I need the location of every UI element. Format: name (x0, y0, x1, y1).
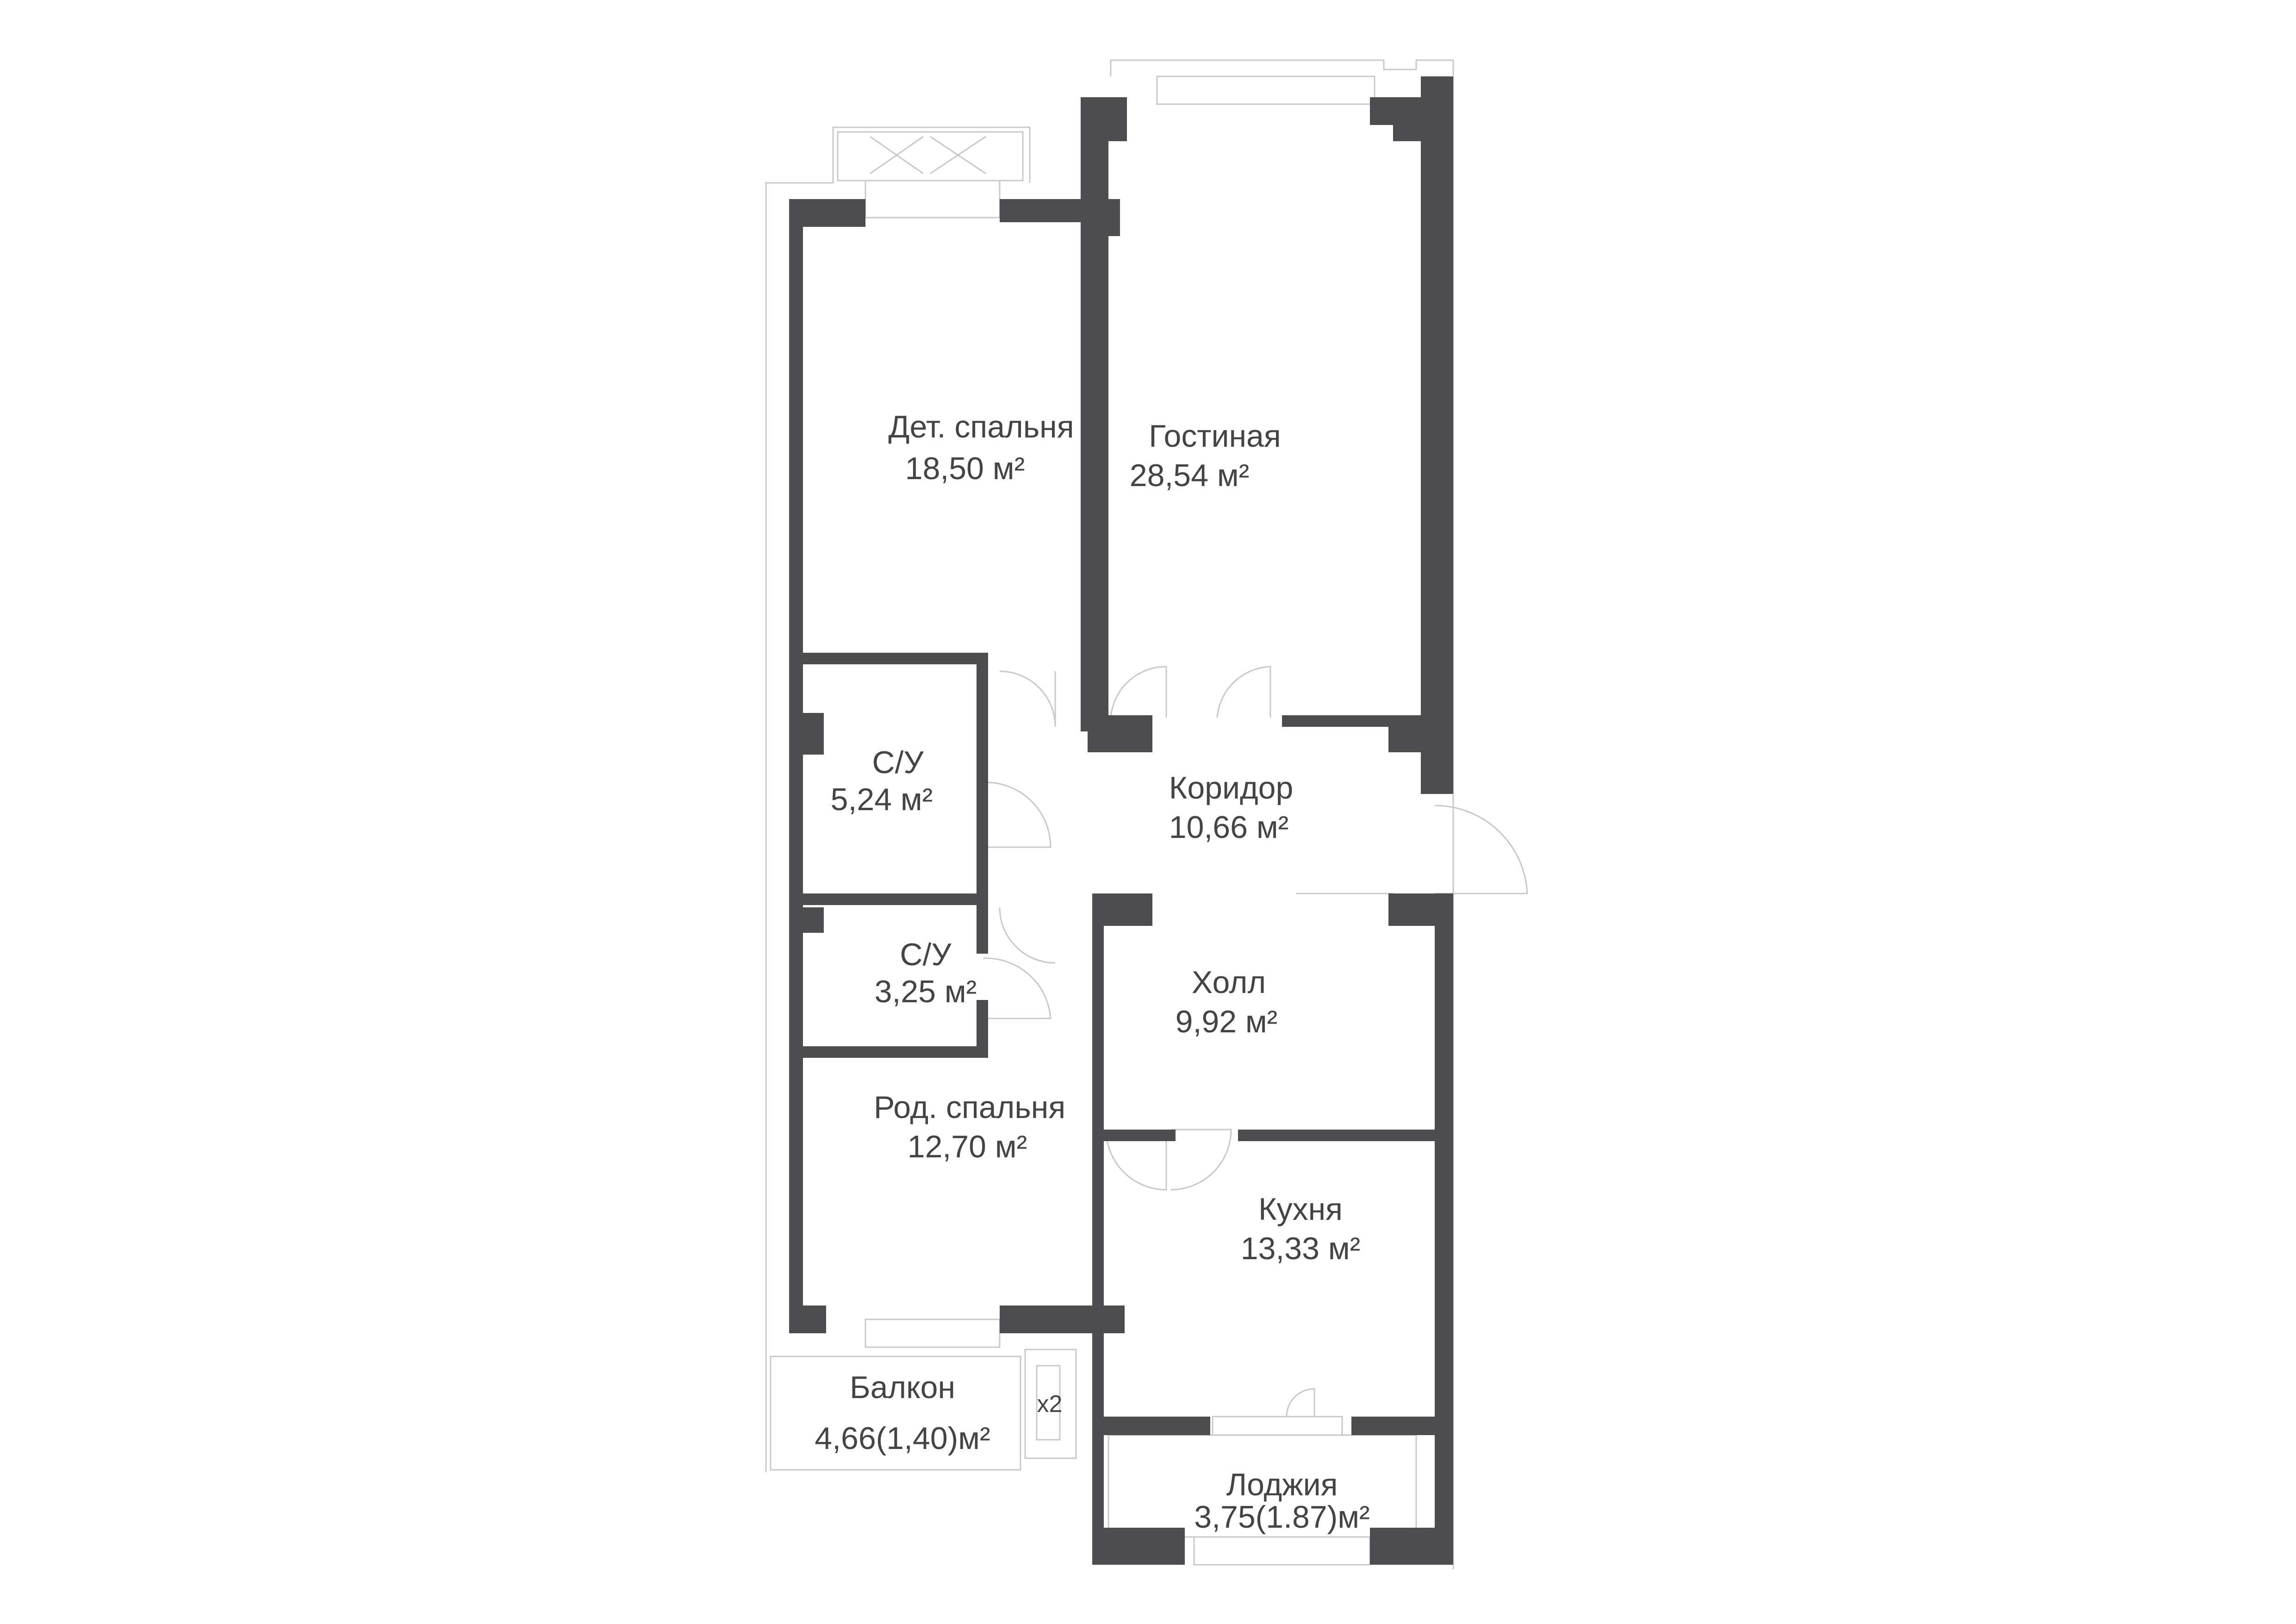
det-spalnya-area: 18,50 м² (905, 451, 1025, 486)
rod-spalnya-area: 12,70 м² (908, 1129, 1027, 1164)
gostinaya-name: Гостиная (1149, 418, 1281, 454)
balkon-outline (770, 1355, 1021, 1471)
su1-name: С/У (872, 745, 924, 780)
rod-spalnya-name: Род. спальня (874, 1090, 1065, 1125)
lodzhiya-area: 3,75(1.87)м² (1194, 1499, 1369, 1535)
koridor-area: 10,66 м² (1169, 810, 1288, 845)
room-labels: Дет. спальня 18,50 м² Гостиная 28,54 м² … (815, 409, 1369, 1535)
kuhnya-name: Кухня (1258, 1192, 1343, 1227)
holl-area: 9,92 м² (1176, 1004, 1278, 1039)
balkon-multiplier: x2 (1037, 1391, 1063, 1418)
balkon-name: Балкон (850, 1370, 955, 1405)
su1-area: 5,24 м² (831, 782, 933, 817)
det-spalnya-name: Дет. спальня (888, 409, 1074, 444)
gostinaya-area: 28,54 м² (1130, 458, 1249, 493)
thin-outlines (765, 59, 1528, 1569)
holl-name: Холл (1192, 965, 1266, 1000)
walls (789, 76, 1453, 1565)
balkon-area: 4,66(1,40)м² (815, 1421, 990, 1456)
su2-name: С/У (900, 937, 952, 972)
koridor-name: Коридор (1169, 770, 1294, 806)
su2-area: 3,25 м² (875, 974, 977, 1009)
kuhnya-area: 13,33 м² (1241, 1231, 1360, 1266)
lodzhiya-name: Лоджия (1226, 1467, 1338, 1502)
